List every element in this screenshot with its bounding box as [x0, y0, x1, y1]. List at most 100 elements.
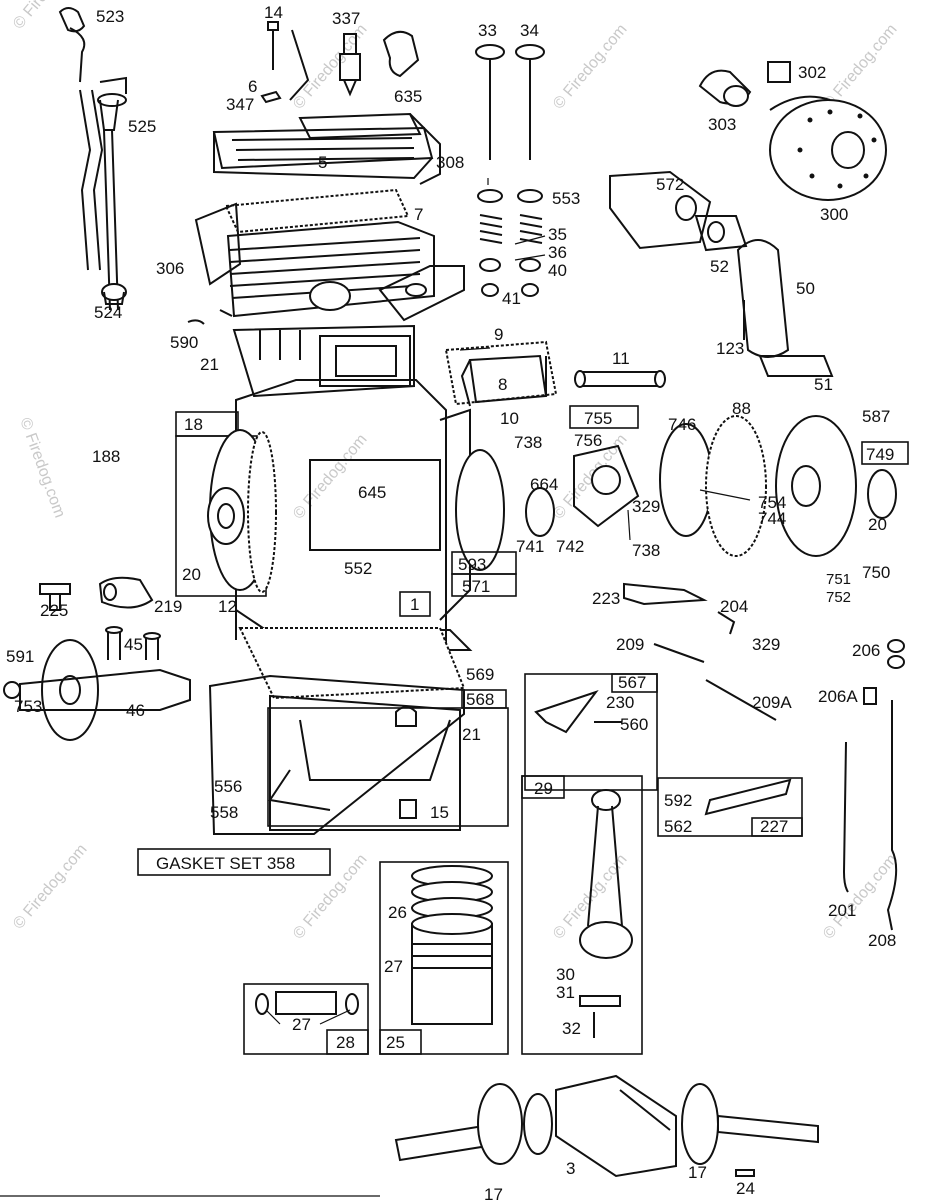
- intake-assembly: [609, 170, 834, 377]
- label-3: 3: [566, 1159, 575, 1178]
- label-749: 749: [866, 445, 894, 464]
- leader-lines: [265, 178, 751, 1025]
- label-753: 753: [14, 697, 42, 716]
- label-755: 755: [584, 409, 612, 428]
- gear-train: [451, 405, 909, 597]
- label-306: 306: [156, 259, 184, 278]
- label-593: 593: [458, 555, 486, 574]
- label-27-pin: 27: [292, 1015, 311, 1034]
- left-parts: [3, 576, 191, 741]
- label-88: 88: [732, 399, 751, 418]
- label-568: 568: [466, 690, 494, 709]
- label-27-piston: 27: [384, 957, 403, 976]
- label-7: 7: [414, 205, 423, 224]
- dipstick-assembly: [58, 7, 127, 311]
- label-30: 30: [556, 965, 575, 984]
- governor-linkage: [524, 582, 803, 837]
- label-230: 230: [606, 693, 634, 712]
- label-552: 552: [344, 559, 372, 578]
- label-123: 123: [716, 339, 744, 358]
- label-36: 36: [548, 243, 567, 262]
- label-590: 590: [170, 333, 198, 352]
- label-209: 209: [616, 635, 644, 654]
- gasket-set-label: GASKET SET 358: [137, 848, 331, 876]
- label-201: 201: [828, 901, 856, 920]
- piston-group: [243, 861, 509, 1055]
- label-50: 50: [796, 279, 815, 298]
- label-25: 25: [386, 1033, 405, 1052]
- tube-11: [574, 370, 666, 388]
- label-571: 571: [462, 577, 490, 596]
- label-569: 569: [466, 665, 494, 684]
- label-567: 567: [618, 673, 646, 692]
- label-741: 741: [516, 537, 544, 556]
- crankshaft: [394, 1074, 819, 1178]
- label-52: 52: [710, 257, 729, 276]
- label-227: 227: [760, 817, 788, 836]
- label-744: 744: [758, 509, 786, 528]
- label-645: 645: [358, 483, 386, 502]
- spark-plug-group: [260, 21, 420, 104]
- label-560: 560: [620, 715, 648, 734]
- label-209A: 209A: [752, 693, 792, 712]
- label-303: 303: [708, 115, 736, 134]
- cylinder-head: [212, 112, 441, 185]
- label-18: 18: [184, 415, 203, 434]
- label-558: 558: [210, 803, 238, 822]
- label-754: 754: [758, 493, 786, 512]
- label-1: 1: [410, 595, 419, 614]
- label-300: 300: [820, 205, 848, 224]
- label-219: 219: [154, 597, 182, 616]
- oil-sump: [208, 627, 509, 835]
- label-223: 223: [592, 589, 620, 608]
- label-329-a: 329: [632, 497, 660, 516]
- label-664: 664: [530, 475, 558, 494]
- label-524: 524: [94, 303, 122, 322]
- label-26: 26: [388, 903, 407, 922]
- label-17-bottom: 17: [484, 1185, 503, 1200]
- label-308: 308: [436, 153, 464, 172]
- valve-train: [475, 44, 545, 297]
- label-225: 225: [40, 601, 68, 620]
- label-553: 553: [552, 189, 580, 208]
- label-750: 750: [862, 563, 890, 582]
- label-572: 572: [656, 175, 684, 194]
- label-20-left: 20: [182, 565, 201, 584]
- label-208: 208: [868, 931, 896, 950]
- label-5: 5: [318, 153, 327, 172]
- label-31: 31: [556, 983, 575, 1002]
- label-746: 746: [668, 415, 696, 434]
- watermark-text: © Firedog.com: [820, 851, 901, 942]
- watermark-layer: © Firedog.com © Firedog.com © Firedog.co…: [10, 0, 901, 943]
- label-9: 9: [494, 325, 503, 344]
- label-24: 24: [736, 1179, 755, 1198]
- label-525: 525: [128, 117, 156, 136]
- label-523: 523: [96, 7, 124, 26]
- label-12: 12: [218, 597, 237, 616]
- label-20-right: 20: [868, 515, 887, 534]
- label-204: 204: [720, 597, 748, 616]
- label-738-b: 738: [632, 541, 660, 560]
- label-738-a: 738: [514, 433, 542, 452]
- label-591: 591: [6, 647, 34, 666]
- part-labels: 523 14 337 33 34 6 347 635 302 303 525 5…: [6, 3, 896, 1200]
- label-302: 302: [798, 63, 826, 82]
- label-29: 29: [534, 779, 553, 798]
- label-33: 33: [478, 21, 497, 40]
- label-34: 34: [520, 21, 539, 40]
- watermark-text: © Firedog.com: [10, 841, 91, 932]
- label-562: 562: [664, 817, 692, 836]
- watermark-text: © Firedog.com: [10, 0, 91, 33]
- label-15: 15: [430, 803, 449, 822]
- label-6: 6: [248, 77, 257, 96]
- watermark-text: © Firedog.com: [290, 431, 371, 522]
- label-51: 51: [814, 375, 833, 394]
- crankcase-cover: [175, 411, 277, 597]
- label-188: 188: [92, 447, 120, 466]
- label-752: 752: [826, 589, 851, 606]
- label-742: 742: [556, 537, 584, 556]
- breather-assembly: [444, 340, 558, 407]
- label-337: 337: [332, 9, 360, 28]
- label-592: 592: [664, 791, 692, 810]
- label-14: 14: [264, 3, 283, 22]
